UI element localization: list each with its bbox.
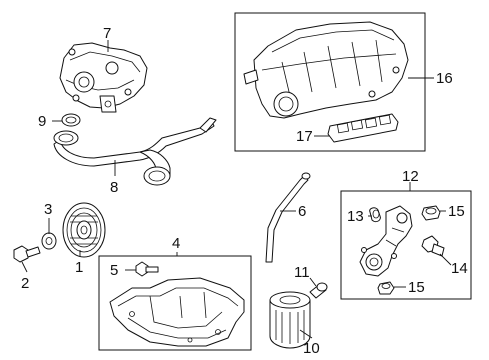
- crankshaft-pulley: [62, 202, 106, 258]
- callout-2: 2: [21, 275, 29, 292]
- callout-1: 1: [75, 259, 83, 276]
- adapter-gasket: [369, 207, 381, 223]
- cap-plug-top: [421, 205, 441, 221]
- oil-pickup-tube: [53, 117, 217, 186]
- oil-pressure-sensor: [421, 235, 445, 257]
- callout-8: 8: [110, 179, 118, 196]
- cap-plug-bottom: [377, 281, 395, 295]
- callout-16: 16: [436, 70, 453, 87]
- oil-filter: [269, 291, 311, 349]
- callout-13: 13: [347, 208, 364, 225]
- intake-manifold-gasket: [327, 113, 399, 143]
- callout-4: 4: [172, 235, 180, 252]
- pulley-bolt: [13, 245, 41, 263]
- oil-pan-group-box: [98, 255, 252, 351]
- oil-filter-adapter-group-box: [340, 190, 472, 300]
- intake-manifold: [243, 21, 409, 119]
- callout-12: 12: [402, 168, 419, 185]
- callout-3: 3: [44, 201, 52, 218]
- washer: [41, 232, 57, 250]
- filter-stud-fitting: [309, 282, 328, 299]
- callout-6: 6: [298, 203, 306, 220]
- oil-pan-bolt: [135, 261, 159, 277]
- dipstick-tube: [265, 172, 311, 263]
- callout-15-top: 15: [448, 203, 465, 220]
- callout-14: 14: [451, 260, 468, 277]
- callout-17: 17: [296, 128, 313, 145]
- oil-pan: [109, 277, 245, 347]
- callout-7: 7: [103, 25, 111, 42]
- o-ring-seal: [61, 113, 81, 127]
- callout-5: 5: [110, 262, 118, 279]
- leader-lines: [21, 40, 452, 339]
- callout-11: 11: [294, 264, 310, 281]
- callout-10: 10: [303, 340, 320, 357]
- oil-pump: [59, 42, 148, 113]
- oil-filter-adapter: [359, 205, 413, 277]
- intake-manifold-group-box: [234, 12, 426, 152]
- callout-9: 9: [38, 113, 46, 130]
- callout-15-bottom: 15: [408, 279, 425, 296]
